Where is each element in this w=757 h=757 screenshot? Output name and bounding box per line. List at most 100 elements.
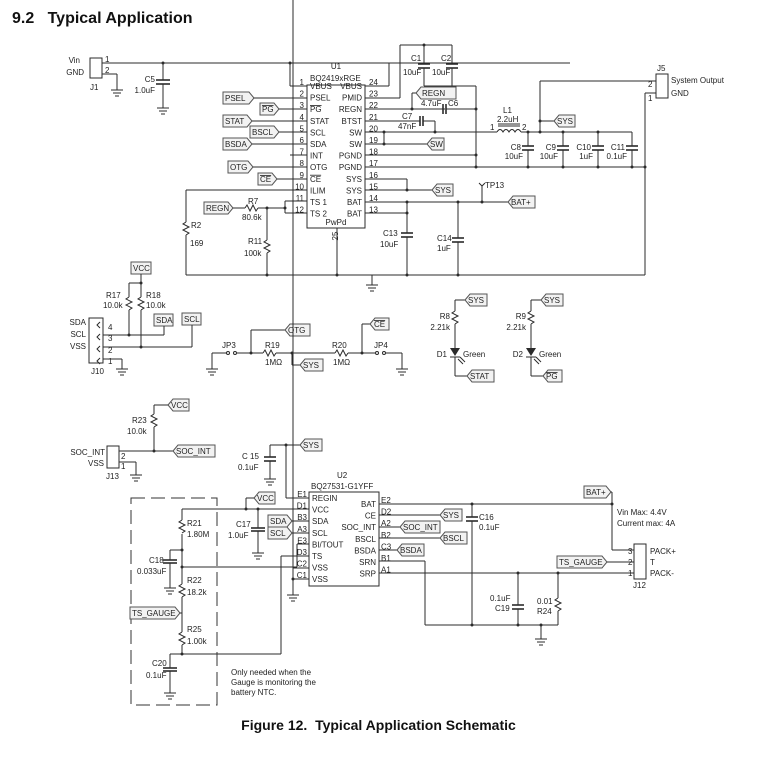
j5-pin1-num: 1 (648, 94, 653, 103)
net-tag-bsda-u2: BSDA (396, 543, 425, 557)
r8-ref: R8 (440, 312, 451, 321)
svg-text:OTG: OTG (288, 326, 305, 335)
c6-value: 4.7uF (421, 99, 442, 108)
c13-value: 10uF (380, 240, 398, 249)
u1-pin-number: 16 (369, 171, 378, 180)
u1-pin-name: PGND (339, 152, 362, 161)
net-tag-sys-led: SYS (464, 293, 488, 307)
u2-pin-name: CE (365, 512, 376, 521)
j12-label-pack-minus: PACK- (650, 569, 674, 578)
j10-label-vss: VSS (70, 342, 86, 351)
svg-text:OTG: OTG (230, 163, 247, 172)
u1-pin-name: VBUS (310, 82, 332, 91)
c10-ref: C10 (576, 143, 591, 152)
svg-text:CE: CE (374, 320, 385, 329)
r17-ref: R17 (106, 291, 121, 300)
u1-pin-number: 19 (369, 136, 378, 145)
u1-pin-name: OTG (310, 163, 327, 172)
u1-pin-number: 5 (300, 124, 305, 133)
u2-pin-number: C2 (297, 560, 308, 569)
svg-text:BSDA: BSDA (400, 546, 422, 555)
r22-value: 18.2k (187, 588, 208, 597)
u1-pin25-name: PwPd (326, 218, 347, 227)
connector-j13: SOC_INT VSS 2 1 J13 (70, 445, 126, 481)
svg-text:BAT+: BAT+ (511, 198, 531, 207)
u2-pin-name: TS (312, 552, 322, 561)
r21-value: 1.80M (187, 530, 210, 539)
j1-pin1-num: 1 (105, 55, 110, 64)
net-tag-bat-plus-u1: BAT+ (507, 195, 536, 209)
r18-value: 10.0k (146, 301, 167, 310)
d1-ref: D1 (437, 350, 448, 359)
u1-pin-name: TS 1 (310, 198, 327, 207)
net-tag-otg-jp: OTG (284, 323, 311, 337)
svg-text:VCC: VCC (257, 494, 274, 503)
c10-value: 1uF (579, 152, 593, 161)
net-tag-sda-u2: SDA (267, 514, 293, 528)
c18-value: 0.033uF (137, 567, 166, 576)
u2-pin-name: VSS (312, 564, 328, 573)
svg-text:REGN: REGN (206, 204, 229, 213)
led-icon (450, 348, 460, 356)
u1-pin-name: BTST (342, 117, 363, 126)
net-tag-otg-u1: OTG (227, 160, 254, 174)
ground-icon (129, 469, 143, 482)
svg-text:PG: PG (262, 105, 274, 114)
net-tag-sys-jp: SYS (299, 358, 324, 372)
net-tag-bsda-u1: BSDA (222, 137, 253, 151)
u1-pin-name: ILIM (310, 186, 326, 195)
u1-pin-name: PMID (342, 94, 362, 103)
u1-pin-number: 7 (300, 148, 305, 157)
j5-pin2-num: 2 (648, 80, 653, 89)
u1-pin-name: PSEL (310, 94, 331, 103)
net-tag-scl-j10: SCL (181, 312, 202, 326)
r25-ref: R25 (187, 625, 202, 634)
u1-pin-number: 2 (300, 90, 305, 99)
svg-text:VCC: VCC (171, 401, 188, 410)
net-tag-bscl-u2: BSCL (439, 531, 468, 545)
c17-value: 1.0uF (228, 531, 249, 540)
u1-pin-number: 12 (295, 206, 304, 215)
net-tag-socint-u2: SOC_INT (399, 520, 441, 534)
svg-text:SYS: SYS (443, 511, 459, 520)
c20-ref: C20 (152, 659, 167, 668)
u2-pin-number: A1 (381, 566, 391, 575)
ground-icon (163, 687, 177, 700)
ntc-note-line2: Gauge is monitoring the (231, 678, 316, 687)
j12-ref: J12 (633, 581, 646, 590)
svg-text:SYS: SYS (303, 441, 319, 450)
svg-text:SYS: SYS (557, 117, 573, 126)
net-tag-vcc-r23: VCC (167, 398, 190, 412)
j1-pin2-num: 2 (105, 66, 110, 75)
u2-pin-name: VSS (312, 575, 328, 584)
svg-text:SOC_INT: SOC_INT (176, 447, 211, 456)
r23-value: 10.0k (127, 427, 148, 436)
net-tag-ce-jp: CE (369, 317, 390, 331)
net-tag-stat-led: STAT (466, 369, 495, 383)
u1-part: BQ2419xRGE (310, 74, 361, 83)
r22-ref: R22 (187, 576, 202, 585)
ground-icon (115, 363, 129, 376)
r19-value: 1MΩ (265, 358, 282, 367)
c13-ref: C13 (383, 229, 398, 238)
u2-pin-number: A2 (381, 519, 391, 528)
u1-pin-name: BAT (347, 210, 362, 219)
c2-ref: C2 (441, 54, 452, 63)
j5-pin2-label: System Output (671, 76, 725, 85)
net-tag-sys-u1: SYS (431, 183, 454, 197)
u1-pin-number: 11 (296, 194, 305, 203)
svg-text:SYS: SYS (468, 296, 484, 305)
c5-ref: C5 (145, 75, 156, 84)
r21-ref: R21 (187, 519, 202, 528)
u1-pin-name: SYS (346, 186, 362, 195)
net-tag-vcc-u2: VCC (253, 491, 276, 505)
u2-pin-number: C3 (381, 542, 392, 551)
ground-icon (263, 473, 277, 486)
c15-value: 0.1uF (238, 463, 259, 472)
u2-pin-name: VCC (312, 506, 329, 515)
connector-j1: Vin GND 1 2 J1 (66, 55, 110, 92)
r20-ref: R20 (332, 341, 347, 350)
section-heading: 9.2 Typical Application (12, 10, 193, 27)
